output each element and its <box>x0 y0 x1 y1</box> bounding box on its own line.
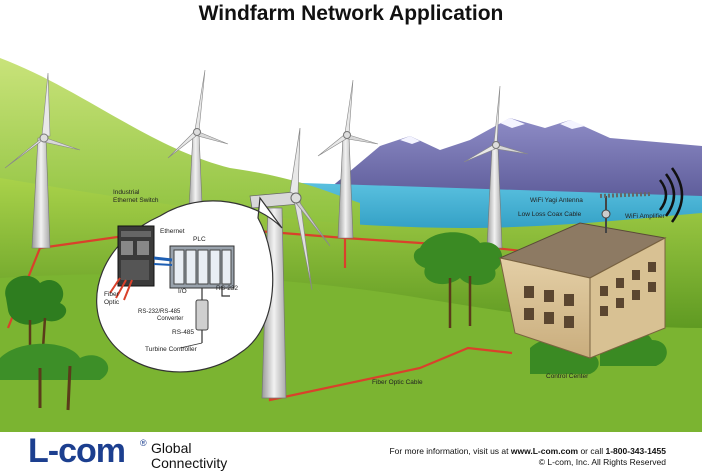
label-plc: PLC <box>193 236 206 243</box>
label-io: I/O <box>178 288 187 295</box>
label-converter-2: Converter <box>157 316 183 322</box>
label-fiber-cable: Fiber Optic Cable <box>372 379 423 386</box>
lcom-logo: L-com ® <box>28 434 147 468</box>
label-ethernet: Ethernet <box>160 228 185 235</box>
label-rs232: RS-232 <box>216 285 238 292</box>
callout-labels: Industrial Ethernet Switch Ethernet PLC … <box>104 189 238 353</box>
copyright: © L-com, Inc. All Rights Reserved <box>538 457 666 467</box>
svg-text:L-com: L-com <box>28 434 125 468</box>
label-converter-1: RS-232/RS-485 <box>138 309 181 315</box>
label-optic: Optic <box>104 299 120 306</box>
label-wifi-antenna: WiFi Yagi Antenna <box>530 197 583 204</box>
phone-number: 1-800-343-1455 <box>605 446 667 456</box>
info-prefix: For more information, visit us at <box>389 446 511 456</box>
wifi-signal-icon <box>658 167 684 223</box>
contact-line: For more information, visit us at www.L-… <box>389 446 666 457</box>
windfarm-diagram: Industrial Ethernet Switch Ethernet PLC … <box>0 58 702 440</box>
wifi-yagi-antenna <box>599 192 651 198</box>
svg-text:®: ® <box>140 438 147 448</box>
page-title: Windfarm Network Application <box>198 2 504 25</box>
wind-turbine-4 <box>463 85 529 249</box>
tagline-line-2: Connectivity <box>151 455 228 471</box>
contact-info: For more information, visit us at www.L-… <box>389 446 666 468</box>
tagline-line-1: Global <box>151 440 192 456</box>
label-turbine-controller: Turbine Controller <box>145 346 198 353</box>
tagline: Global Connectivity <box>151 441 227 471</box>
label-fiber: Fiber <box>104 291 120 298</box>
website-link[interactable]: www.L-com.com <box>510 446 579 456</box>
footer <box>0 432 702 472</box>
label-ethernet-switch: Ethernet Switch <box>113 197 159 204</box>
label-coax-cable: Low Loss Coax Cable <box>518 211 582 218</box>
turbine-callout <box>96 196 283 373</box>
label-rs485: RS-485 <box>172 329 194 336</box>
label-wifi-amplifier: WiFi Amplifier <box>625 213 666 220</box>
wind-turbine-3 <box>317 79 379 239</box>
info-mid: or call <box>578 446 606 456</box>
label-industrial-switch: Industrial <box>113 189 140 196</box>
control-center-building <box>498 167 684 359</box>
rs232-rs485-converter <box>195 299 209 331</box>
wind-turbine-1 <box>4 72 81 249</box>
label-control-center: Control Center <box>546 373 589 380</box>
